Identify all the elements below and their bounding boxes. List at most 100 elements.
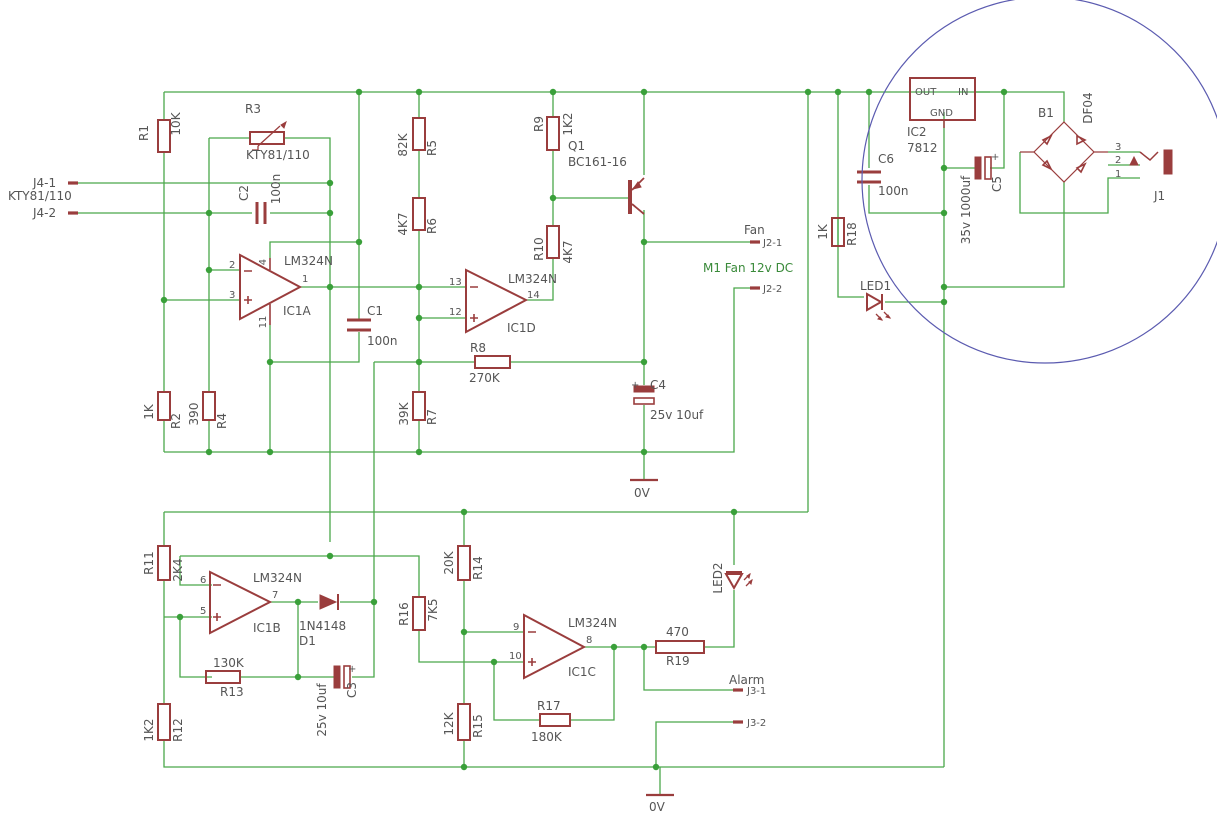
resistor-r13 (205, 670, 241, 684)
j2-2-label: J2-2 (762, 284, 782, 295)
j4-1-label: J4-1 (32, 176, 56, 190)
opamp-ic1a (239, 253, 303, 325)
fan-label: Fan (744, 223, 765, 237)
opamp-ic1b (209, 570, 273, 635)
ground-label-bottom: 0V (649, 800, 666, 814)
r3-name: R3 (245, 102, 261, 116)
c3-value: 25v 10uf (315, 683, 329, 737)
r8-value: 270K (469, 371, 501, 385)
ground-label-top: 0V (634, 486, 651, 500)
c3-name: C3 (345, 682, 359, 698)
svg-text:+: + (991, 152, 999, 163)
r17-name: R17 (537, 699, 561, 713)
r3-value: KTY81/110 (246, 148, 310, 162)
j4-2-label: J4-2 (32, 206, 56, 220)
resistor-r19 (655, 640, 705, 654)
resistor-r2 (157, 391, 171, 421)
ic2-in-label: IN (958, 87, 968, 98)
connector-pins (68, 181, 760, 724)
ic2-value: 7812 (907, 141, 938, 155)
junctions (160, 88, 1008, 771)
capacitor-c2 (255, 202, 267, 224)
ic2-gnd-label: GND (930, 108, 953, 119)
r11-name: R11 (142, 551, 156, 575)
r10-name: R10 (532, 237, 546, 261)
ic1c-pin10: 10 (509, 651, 522, 662)
ic1a-pin11: 11 (258, 316, 269, 329)
electrolytic-capacitor-c4: + (631, 380, 655, 405)
ic2-name: IC2 (907, 125, 927, 139)
q1-name: Q1 (568, 139, 585, 153)
r14-value: 20K (442, 550, 456, 574)
r5-name: R5 (425, 140, 439, 156)
c1-name: C1 (367, 304, 383, 318)
ic1b-pin6: 6 (200, 575, 206, 586)
led1-name: LED1 (860, 279, 891, 293)
r4-name: R4 (215, 413, 229, 429)
resistor-r15 (457, 703, 471, 741)
resistor-r9 (546, 116, 560, 151)
c5-value: 35v 1000uf (959, 175, 973, 244)
resistor-r5 (412, 117, 426, 151)
ic2-out-label: OUT (915, 87, 937, 98)
ic1a-pin2: 2 (229, 260, 235, 271)
d1-value: 1N4148 (299, 619, 346, 633)
ic1a-name: IC1A (283, 304, 312, 318)
r15-value: 12K (442, 711, 456, 735)
b1-value: DF04 (1081, 92, 1095, 123)
r1-value: 10K (169, 111, 183, 135)
electrolytic-capacitor-c3: + (333, 664, 356, 689)
thermistor-r3 (249, 131, 285, 145)
resistor-r16 (412, 596, 426, 631)
ic1c-pin8: 8 (586, 635, 592, 646)
c6-name: C6 (878, 152, 894, 166)
r15-name: R15 (471, 714, 485, 738)
r2-name: R2 (169, 413, 183, 429)
r4-value: 390 (187, 403, 201, 426)
q1-value: BC161-16 (568, 155, 627, 169)
diode-d1 (319, 594, 339, 610)
electrolytic-capacitor-c5: + (974, 152, 999, 180)
resistor-r4 (202, 391, 216, 421)
resistor-r14 (457, 545, 471, 581)
ic1a-pin4: 4 (258, 259, 269, 265)
ic1b-pin7: 7 (272, 590, 278, 601)
r6-name: R6 (425, 218, 439, 234)
r17-value: 180K (531, 730, 563, 744)
j1-pin3: 3 (1115, 142, 1121, 153)
c4-value: 25v 10uf (650, 408, 704, 422)
ic1c-type: LM324N (568, 616, 617, 630)
r8-name: R8 (470, 341, 486, 355)
fan-net-label: M1 Fan 12v DC (703, 261, 793, 275)
ic1b-type: LM324N (253, 571, 302, 585)
r12-name: R12 (171, 718, 185, 742)
d1-name: D1 (299, 634, 316, 648)
c4-name: C4 (650, 378, 666, 392)
power-supply-highlight-circle (861, 0, 1217, 364)
opamp-ic1d (465, 268, 529, 334)
ic1d-pin14: 14 (527, 290, 540, 301)
c5-name: C5 (990, 176, 1004, 192)
r10-value: 4K7 (561, 240, 575, 263)
r7-value: 39K (397, 401, 411, 425)
r14-name: R14 (471, 556, 485, 580)
r5-value: 82K (396, 132, 410, 156)
r9-name: R9 (532, 116, 546, 132)
ic1a-pin1: 1 (302, 274, 308, 285)
r1-name: R1 (137, 125, 151, 141)
j4-name-label: KTY81/110 (8, 189, 72, 203)
alarm-label: Alarm (729, 673, 764, 687)
ic1a-pin3: 3 (229, 290, 235, 301)
ic1d-pin12: 12 (449, 307, 462, 318)
c1-value: 100n (367, 334, 398, 348)
ic1a-type: LM324N (284, 254, 333, 268)
resistor-r8 (474, 355, 511, 369)
resistor-r17 (539, 713, 571, 727)
r19-value: 470 (666, 625, 689, 639)
b1-name: B1 (1038, 106, 1054, 120)
ic1d-pin13: 13 (449, 277, 462, 288)
r9-value: 1K2 (561, 112, 575, 135)
led2 (724, 571, 753, 591)
ic1c-name: IC1C (568, 665, 596, 679)
